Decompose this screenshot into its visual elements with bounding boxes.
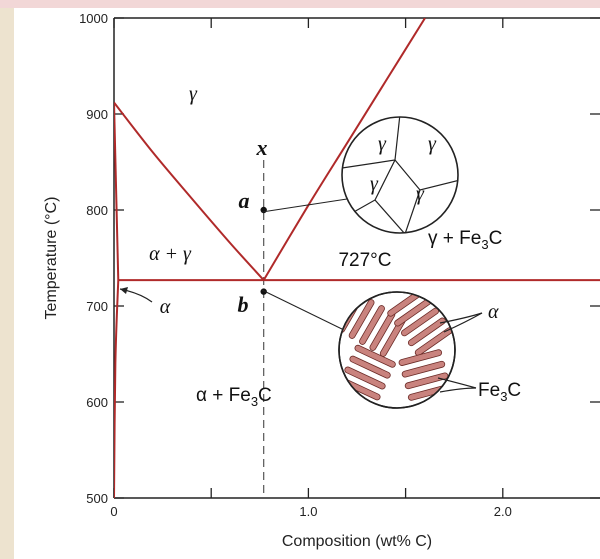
alpha-label: α — [160, 296, 171, 318]
alpha-micro-arrow-2 — [443, 312, 483, 333]
lamella-12 — [344, 366, 386, 390]
phase-boundary-3 — [114, 102, 120, 281]
grain-gamma-3: γ — [370, 173, 379, 195]
x-tick-label-4: 2.0 — [494, 504, 512, 519]
lamella-15 — [398, 349, 443, 366]
lamella-1 — [348, 299, 375, 339]
grain-gamma-4: γ — [416, 183, 425, 205]
gamma-fe3c-c: C — [489, 228, 503, 249]
y-axis-label: Temperature (°C) — [43, 197, 60, 320]
alpha-gamma-label: α + γ — [149, 243, 192, 265]
point-b-label: b — [238, 292, 249, 317]
micro-c: C — [507, 380, 521, 401]
y-tick-label-3: 800 — [86, 203, 108, 218]
eutectoid-label: 727°C — [338, 250, 391, 271]
composition-label: x — [256, 135, 268, 160]
fe3c-micro-arrow-1 — [437, 377, 477, 389]
x-axis-label: Composition (wt% C) — [282, 533, 432, 550]
micro-fe3c-label: Fe3C — [478, 380, 521, 404]
y-tick-label-5: 1000 — [79, 11, 108, 26]
tick-labels: 0 1.0 2.0 500 600 700 800 900 1000 — [79, 11, 512, 519]
alpha-fe3c-main: α + Fe — [196, 385, 251, 406]
gamma-fe3c-sub: 3 — [481, 237, 488, 252]
gamma-fe3c-main: γ + Fe — [428, 228, 481, 249]
phase-boundaries — [114, 18, 600, 498]
alpha-micro-arrow-1 — [439, 312, 483, 324]
pearlite-microstructure — [338, 291, 456, 409]
y-tick-label-0: 500 — [86, 491, 108, 506]
lamella-17 — [404, 372, 449, 390]
lamella-11 — [349, 355, 391, 379]
gamma-label: γ — [189, 83, 198, 105]
alpha-arrowhead — [120, 287, 128, 294]
alpha-fe3c-c: C — [258, 385, 272, 406]
austenite-microstructure: γ γ γ γ — [341, 116, 459, 234]
top-stripe — [0, 0, 600, 8]
y-tick-label-1: 600 — [86, 395, 108, 410]
micro-alpha-label: α — [488, 301, 499, 323]
point-a-label: a — [239, 188, 250, 213]
phase-boundary-0 — [114, 101, 265, 281]
gamma-fe3c-label: γ + Fe3C — [428, 228, 502, 252]
y-tick-label-4: 900 — [86, 107, 108, 122]
grain-gamma-1: γ — [378, 133, 387, 155]
x-tick-label-0: 0 — [110, 504, 117, 519]
micro-fe: Fe — [478, 380, 500, 401]
lamella-8 — [407, 317, 446, 347]
lamella-10 — [354, 344, 396, 368]
phase-boundary-1 — [262, 18, 426, 281]
micro-sub: 3 — [500, 389, 507, 404]
x-tick-label-2: 1.0 — [299, 504, 317, 519]
ticks — [113, 17, 600, 499]
phase-boundary-4 — [114, 280, 120, 498]
leader-a — [261, 198, 348, 213]
alpha-fe3c-sub: 3 — [251, 394, 258, 409]
grain-gamma-2: γ — [428, 133, 437, 155]
lamella-16 — [401, 360, 446, 378]
alpha-fe3c-label: α + Fe3C — [196, 385, 272, 409]
figure-panel — [14, 8, 600, 559]
y-tick-label-2: 700 — [86, 299, 108, 314]
fe3c-micro-arrow-2 — [439, 387, 477, 393]
lamella-2 — [359, 305, 385, 345]
leader-b — [261, 289, 345, 331]
